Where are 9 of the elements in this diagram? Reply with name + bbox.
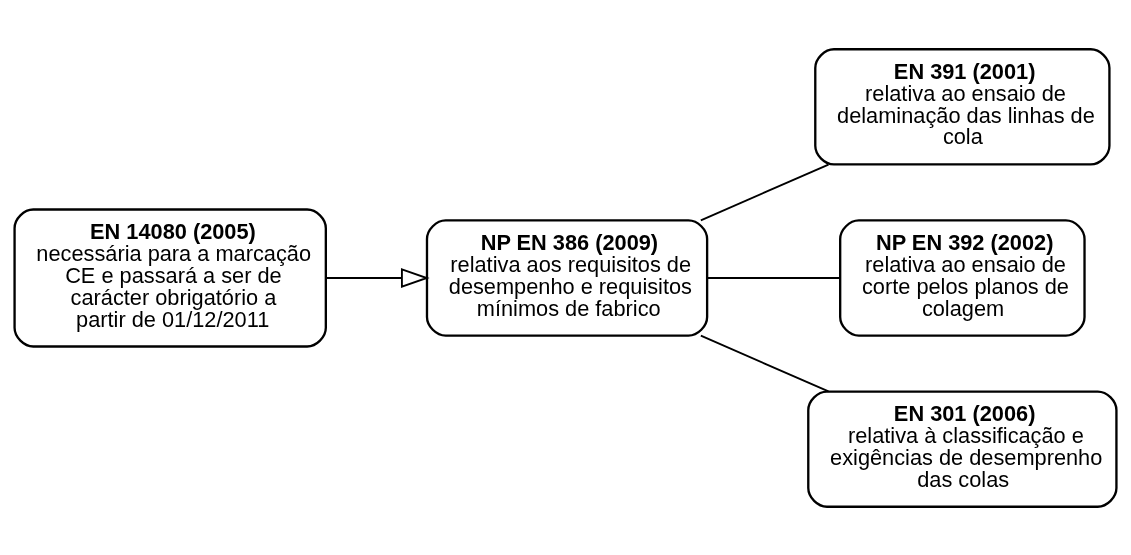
connector xyxy=(706,276,841,279)
arrow xyxy=(325,267,430,288)
connector xyxy=(699,163,830,221)
node-box: NP EN 392 (2002) relativa ao ensaio de corte pelos planos de colagem xyxy=(839,218,1086,337)
node-box: EN 391 (2001) relativa ao ensaio de delaminação das linhas de cola xyxy=(814,47,1111,166)
node-box: EN 14080 (2005) necessária para a marcação CE e passará a ser de carácter obrigatório a partir de 01/12/2011 xyxy=(13,207,327,348)
node-box: NP EN 386 (2009) relativa aos requisitos de desempenho e requisitos mínimos de fabrico xyxy=(425,218,709,337)
node-box: EN 301 (2006) relativa à classificação e exigências de desemprenho das colas xyxy=(807,389,1118,508)
connector xyxy=(699,334,830,392)
